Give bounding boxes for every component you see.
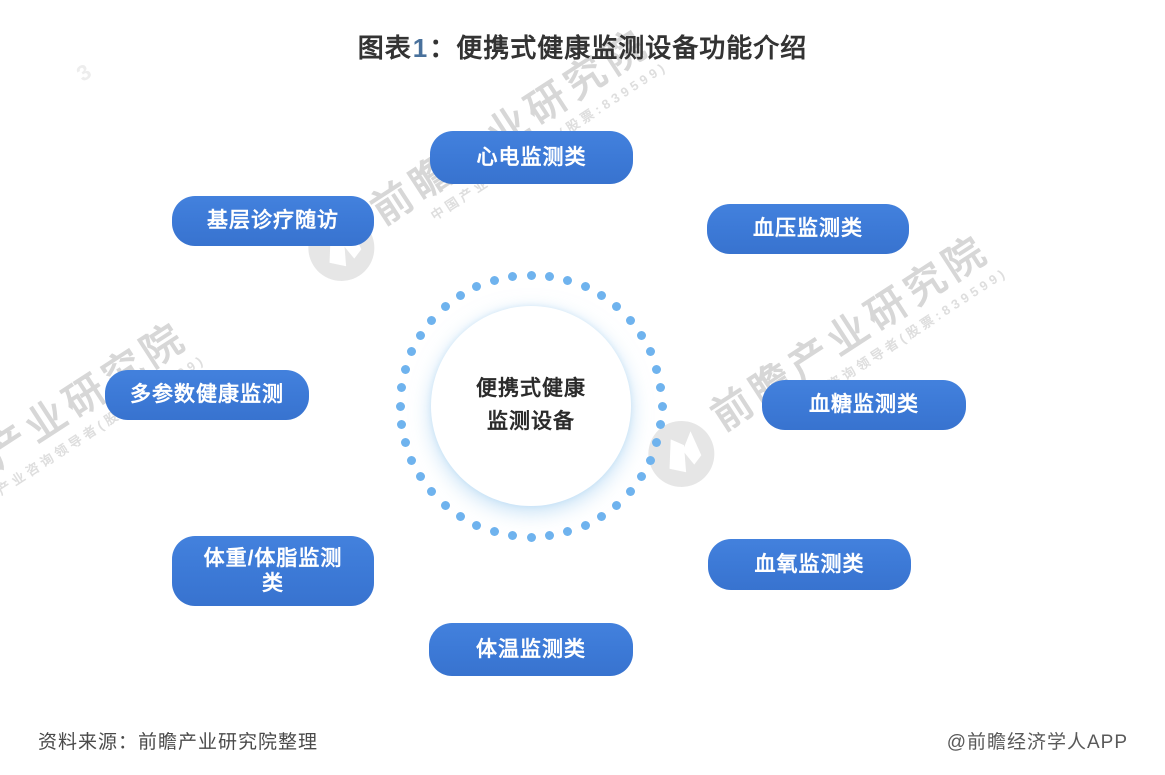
ring-dot [396, 382, 406, 392]
node-blood-pressure-monitoring: 血压监测类 [707, 204, 909, 254]
ring-dot [652, 438, 662, 448]
node-primary-care-followup: 基层诊疗随访 [172, 196, 374, 246]
ring-dot [507, 271, 517, 281]
hub-label-line1: 便携式健康 [476, 377, 586, 401]
ring-dot [563, 527, 573, 537]
ring-dot [489, 275, 499, 285]
center-hub: 便携式健康 监测设备 [395, 270, 667, 542]
footer-source: 资料来源：前瞻产业研究院整理 [38, 732, 319, 753]
ring-dot [455, 511, 465, 521]
node-multi-parameter-monitoring: 多参数健康监测 [105, 370, 309, 420]
ring-dot [656, 382, 666, 392]
ring-dot [645, 347, 655, 357]
ring-dot [597, 291, 607, 301]
watermark-text: 前瞻产业研究院 中国产业咨询领导者(股票:839599) [0, 313, 208, 540]
node-blood-oxygen-monitoring: 血氧监测类 [708, 539, 911, 590]
ring-dot [580, 520, 590, 530]
node-temperature-monitoring: 体温监测类 [429, 623, 633, 676]
ring-dot [427, 487, 437, 497]
ring-dot [440, 500, 450, 510]
ring-dot [526, 270, 536, 280]
ring-dot [455, 291, 465, 301]
chart-title: 图表1：便携式健康监测设备功能介绍 [0, 28, 1165, 65]
node-weight-bodyfat-monitoring: 体重/体脂监测类 [172, 536, 374, 606]
ring-dot [416, 472, 426, 482]
chart-title-suffix: ：便携式健康监测设备功能介绍 [429, 33, 808, 63]
ring-dot [612, 302, 622, 312]
ring-dot [472, 520, 482, 530]
node-ecg-monitoring: 心电监测类 [430, 131, 633, 184]
ring-dot [396, 420, 406, 430]
ring-dot [657, 401, 667, 411]
chart-title-prefix: 图表 [357, 33, 412, 63]
ring-dot [526, 532, 536, 542]
ring-dot [625, 315, 635, 325]
ring-dot [545, 531, 555, 541]
ring-dot [597, 511, 607, 521]
ring-dot [395, 401, 405, 411]
ring-dot [652, 364, 662, 374]
ring-dot [636, 330, 646, 340]
ring-dot [580, 282, 590, 292]
ring-dot [400, 364, 410, 374]
ring-dot [400, 438, 410, 448]
hub-label-line2: 监测设备 [487, 410, 575, 433]
ring-dot [427, 315, 437, 325]
ring-dot [612, 500, 622, 510]
ring-dot [545, 271, 555, 281]
chart-title-number: 1 [412, 33, 429, 63]
ring-dot [440, 302, 450, 312]
ring-dot [563, 275, 573, 285]
ring-dot [407, 455, 417, 465]
ring-dot [645, 455, 655, 465]
ring-dot [507, 531, 517, 541]
ring-dot [656, 420, 666, 430]
footer-credit: @前瞻经济学人APP [946, 732, 1128, 753]
ring-dot [636, 472, 646, 482]
ring-dot [416, 330, 426, 340]
node-blood-glucose-monitoring: 血糖监测类 [762, 380, 966, 430]
ring-dot [472, 282, 482, 292]
ring-dot [407, 347, 417, 357]
ring-dot [489, 527, 499, 537]
hub-label: 便携式健康 监测设备 [476, 373, 586, 438]
watermark-right: 前瞻产业研究院 中国产业咨询领导者(股票:839599) [627, 213, 1018, 510]
ring-dot [625, 487, 635, 497]
hub-circle: 便携式健康 监测设备 [431, 306, 631, 506]
